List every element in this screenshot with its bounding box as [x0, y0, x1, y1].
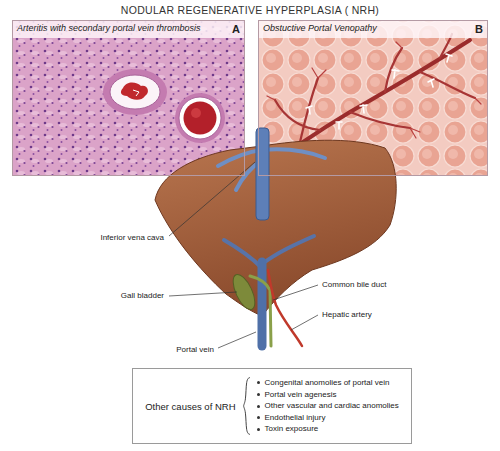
list-item: Endothelial injury	[265, 412, 326, 424]
curly-bracket	[242, 377, 251, 435]
blood-highlight	[191, 108, 201, 118]
leader-lines	[169, 162, 318, 348]
list-item: Congenital anomolies of portal vein	[265, 377, 390, 389]
list-item: Portal vein agenesis	[265, 389, 337, 401]
obstruction-mark	[392, 70, 399, 78]
part-label: Hepatic artery	[320, 310, 374, 320]
bullet-dot	[257, 381, 260, 384]
part-label: Portal vein	[174, 345, 216, 355]
causes-box: Other causes of NRH Congenital anomolies …	[132, 368, 412, 444]
leader-line	[273, 285, 318, 300]
leader-line	[291, 315, 318, 330]
histology-ground	[12, 20, 245, 176]
bullet-dot	[257, 405, 260, 408]
diagram-title: NODULAR REGENERATIVE HYPERPLASIA ( NRH)	[0, 4, 500, 16]
panel-caption: Arteritis with secondary portal vein thr…	[17, 23, 232, 34]
vessel-wall	[103, 69, 167, 115]
hepatic-vein	[218, 149, 325, 190]
panel-letter: B	[475, 23, 483, 35]
bullet-dot	[257, 428, 260, 431]
histology-panel	[12, 20, 245, 176]
obstruction-mark	[360, 105, 367, 113]
vessel-wall	[175, 93, 225, 143]
venule-twig	[267, 42, 481, 138]
hepatic-artery	[268, 270, 302, 346]
bullet-dot	[257, 393, 260, 396]
blood-fill	[184, 102, 217, 135]
thrombosed-vessel	[103, 69, 167, 115]
part-label: Common bile duct	[320, 280, 388, 290]
vessel	[175, 93, 225, 143]
panel-caption: Obstuctive Portal Venopathy	[263, 23, 475, 34]
obstruction-mark	[336, 122, 342, 129]
box-heading: Other causes of NRH	[145, 401, 241, 412]
obstruction-mark	[306, 106, 312, 114]
liver	[155, 140, 396, 316]
portal-vein	[258, 262, 267, 346]
bullet-dot	[257, 416, 260, 419]
bracket-line	[243, 378, 249, 435]
list-item: Toxin exposure	[265, 423, 319, 435]
liver-illustration	[155, 128, 396, 346]
thrombus-crack	[133, 90, 139, 96]
thrombus	[121, 83, 148, 100]
image-panel: Arteritis with secondary portal vein thr…	[12, 20, 245, 176]
leader-line	[218, 332, 256, 348]
venule-branch	[275, 34, 475, 142]
leader-line	[169, 292, 237, 296]
portal-vein-branch	[224, 236, 314, 268]
obstruction-mark	[446, 54, 452, 62]
vessel-lumen	[110, 75, 160, 109]
part-label: Gall bladder	[119, 291, 166, 301]
vessel-lumen	[179, 97, 221, 139]
panel-letter: A	[232, 23, 240, 35]
leader-line	[169, 162, 255, 236]
image-panel: Obstuctive Portal VenopathyB	[258, 20, 488, 176]
part-label: Inferior vena cava	[98, 233, 166, 243]
obstruction-mark	[428, 79, 434, 87]
common-bile-duct	[250, 276, 271, 346]
list-item: Other vascular and cardiac anomolies	[265, 400, 399, 412]
